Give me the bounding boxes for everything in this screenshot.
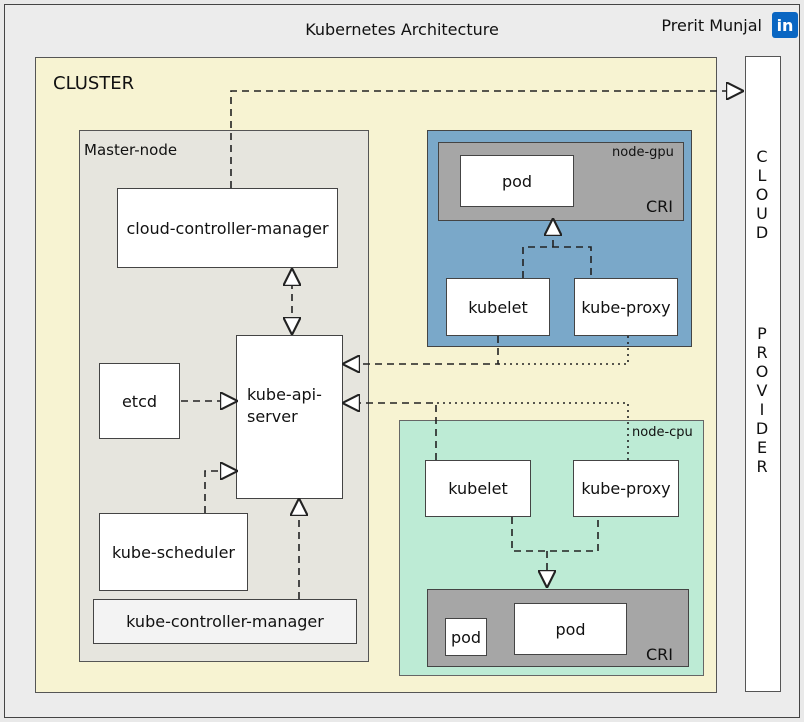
node-gpu-pod: pod (460, 155, 574, 207)
gpu-kubelet-to-api-arrow (344, 336, 499, 364)
kube-api-server-box: kube-api- server (236, 335, 343, 499)
diagram-title: Kubernetes Architecture (305, 20, 499, 39)
cloud-provider-box (745, 56, 781, 692)
scheduler-to-api-arrow (204, 471, 236, 513)
linkedin-icon[interactable]: in (772, 12, 798, 38)
cloud-provider-word-provider: P R O V I D E R (755, 324, 769, 476)
node-gpu-label: node-gpu (612, 145, 674, 160)
cluster-label: CLUSTER (53, 73, 135, 94)
node-gpu-kube-proxy: kube-proxy (574, 278, 678, 336)
author-name: Prerit Munjal (661, 16, 762, 35)
cloud-controller-manager-box: cloud-controller-manager (117, 188, 338, 268)
node-gpu-kubelet: kubelet (446, 278, 550, 336)
etcd-box: etcd (99, 363, 180, 439)
ccm-to-cloud-provider-arrow (230, 91, 742, 188)
cpu-proxy-to-api-line (436, 402, 629, 460)
kube-scheduler-box: kube-scheduler (99, 513, 248, 591)
node-cpu-pod-small: pod (445, 618, 487, 656)
master-node-label: Master-node (84, 141, 178, 159)
node-cpu-label: node-cpu (632, 425, 693, 440)
gpu-kubelet-to-pod-arrow (522, 220, 592, 278)
node-cpu-kubelet: kubelet (425, 460, 531, 517)
node-cpu-cri-label: CRI (646, 645, 674, 664)
kube-controller-manager-box: kube-controller-manager (93, 599, 357, 644)
node-gpu-cri-label: CRI (646, 197, 674, 216)
node-cpu-kube-proxy: kube-proxy (573, 460, 679, 517)
cloud-provider-word-cloud: C L O U D (755, 147, 769, 242)
gpu-proxy-to-api-line (498, 336, 629, 365)
cpu-kubelet-to-api-arrow (344, 403, 437, 460)
cpu-kubelet-to-pod-arrow (511, 517, 599, 586)
node-cpu-pod: pod (514, 603, 627, 655)
